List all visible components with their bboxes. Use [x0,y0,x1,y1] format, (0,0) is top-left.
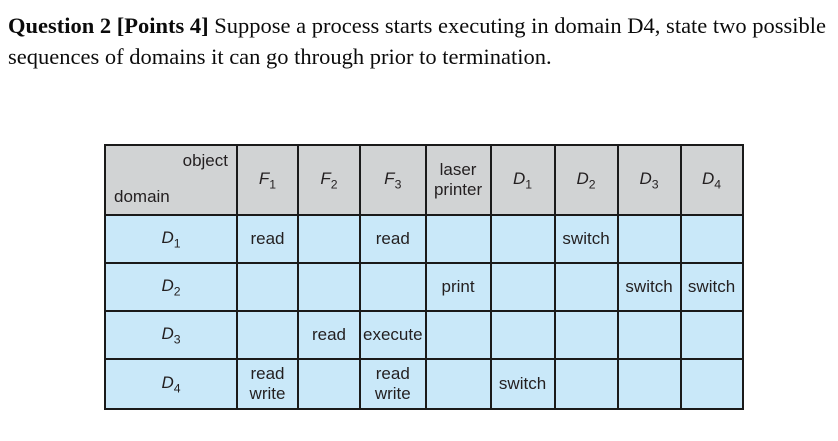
table-cell [553,358,619,410]
row-label-d4: D4 [104,358,238,410]
corner-object-label: object [182,151,228,170]
table-cell [489,310,556,360]
table-cell [424,310,492,360]
access-matrix-table: object domain F1 F2 F3 laser printer D1 … [104,144,744,410]
table-cell [424,214,492,264]
question-label: Question 2 [Points 4] [8,13,209,38]
table-cell: execute [359,310,427,360]
row-label-d1: D1 [104,214,238,264]
column-header-f2: F2 [297,144,361,216]
table-cell [679,310,744,360]
column-header-laser-printer: laser printer [424,144,492,216]
table-cell [616,310,682,360]
table-cell [489,262,556,312]
table-row-d4: D4 read write read write switch [104,358,744,410]
table-cell [679,358,744,410]
table-cell [236,262,299,312]
table-row-d3: D3 read execute [104,310,744,360]
table-cell [297,214,361,264]
table-cell: read [359,214,427,264]
table-cell [297,358,361,410]
table-cell: switch [679,262,744,312]
table-cell [236,310,299,360]
table-cell [553,262,619,312]
question-text: Question 2 [Points 4] Suppose a process … [8,10,832,72]
column-header-d1: D1 [489,144,556,216]
column-header-d3: D3 [616,144,682,216]
header-row: object domain F1 F2 F3 laser printer D1 … [104,144,744,216]
table-cell: print [424,262,492,312]
table-cell [297,262,361,312]
table-cell: switch [489,358,556,410]
table-cell: read write [236,358,299,410]
table-row-d1: D1 read read switch [104,214,744,264]
table-cell [679,214,744,264]
row-label-d2: D2 [104,262,238,312]
column-header-d2: D2 [553,144,619,216]
table-cell: read [297,310,361,360]
table-cell [424,358,492,410]
corner-cell: object domain [104,144,238,216]
column-header-f1: F1 [236,144,299,216]
table-cell [616,214,682,264]
table-row-d2: D2 print switch switch [104,262,744,312]
table-cell [553,310,619,360]
table-cell [359,262,427,312]
corner-domain-label: domain [114,187,170,207]
table-cell: read write [359,358,427,410]
table-cell [616,358,682,410]
row-label-d3: D3 [104,310,238,360]
table-cell [489,214,556,264]
table-cell: read [236,214,299,264]
column-header-d4: D4 [679,144,744,216]
table-cell: switch [616,262,682,312]
column-header-f3: F3 [359,144,427,216]
question-body: Suppose a process starts executing in do… [8,13,827,69]
table-cell: switch [553,214,619,264]
